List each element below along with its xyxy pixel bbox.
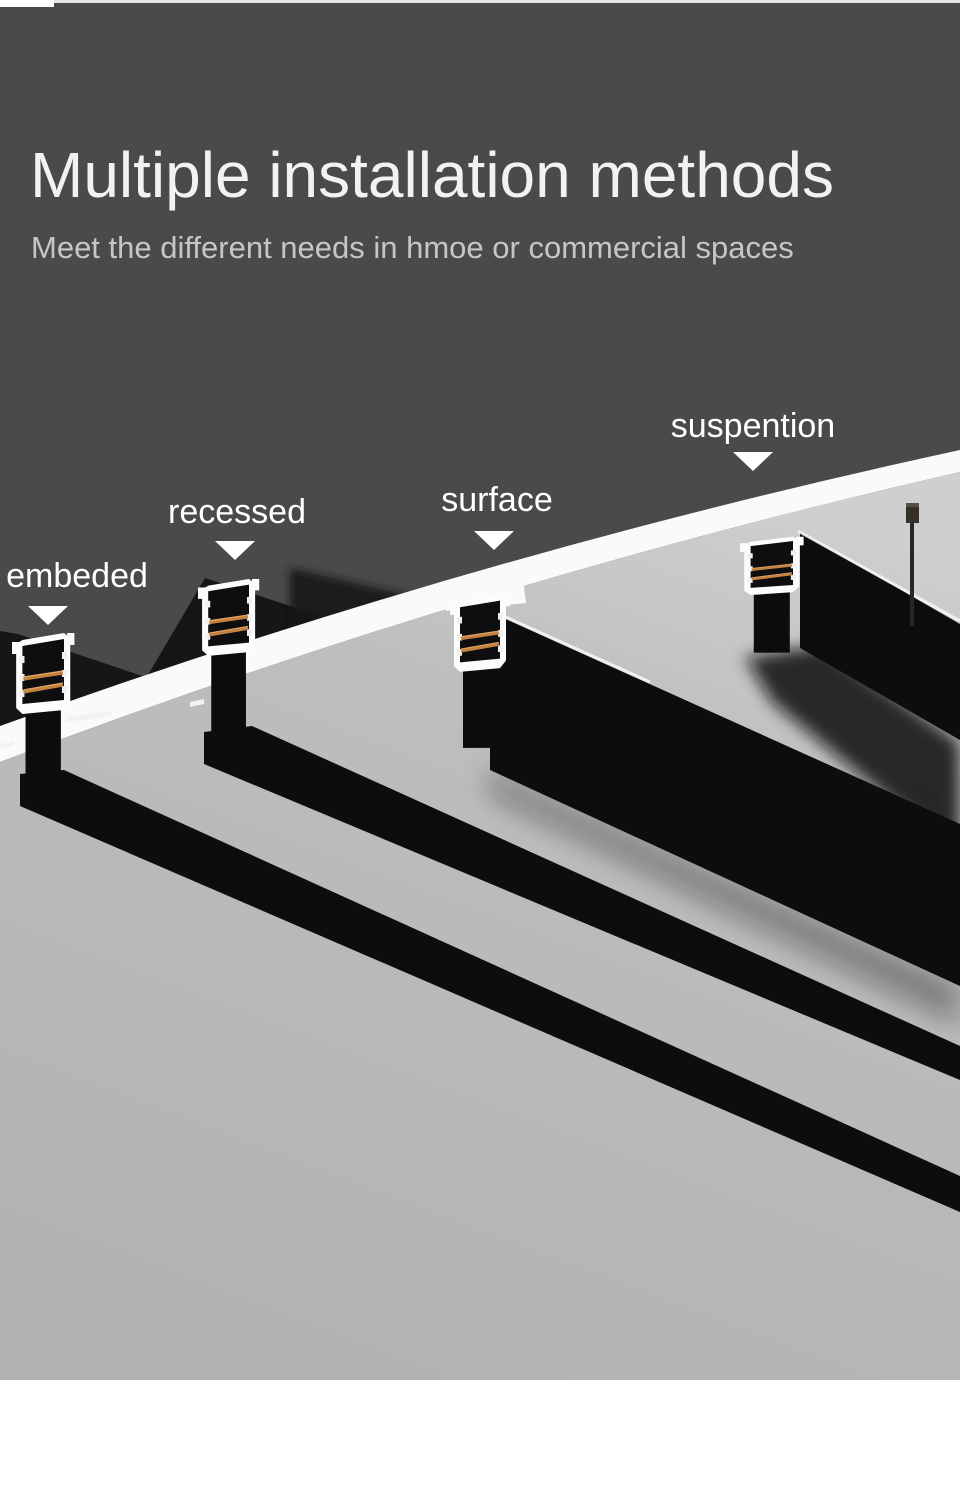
- embedded-trim-right: [66, 711, 112, 722]
- surface-track-body: [490, 612, 960, 986]
- embedded-trim-left: [0, 741, 14, 749]
- down-triangle-icon: [474, 531, 514, 550]
- suspension-rod-fitting-top: [906, 503, 919, 507]
- ceiling-edge-band: [0, 450, 960, 762]
- suspension-rod-fitting: [906, 503, 919, 523]
- top-left-notch: [0, 0, 54, 7]
- install-label-suspension: suspention: [670, 407, 836, 445]
- recessed-trim-left: [190, 699, 204, 707]
- suspension-track-body: [800, 532, 960, 740]
- down-triangle-icon: [28, 606, 68, 625]
- bottom-white-band: [0, 1380, 960, 1488]
- surface-track-undershadow: [490, 770, 960, 1024]
- suspension-rod: [910, 518, 914, 626]
- embedded-track-band: [20, 770, 960, 1212]
- suspension-track-top-highlight: [797, 529, 960, 623]
- install-label-surface: surface: [441, 481, 553, 519]
- surface-track-top-highlight: [487, 607, 651, 684]
- install-label-embedded: embeded: [6, 557, 148, 595]
- install-label-recessed: recessed: [168, 493, 306, 531]
- top-edge-highlight: [0, 0, 960, 3]
- down-triangle-icon: [215, 541, 255, 560]
- page-subtitle: Meet the different needs in hmoe or comm…: [31, 230, 794, 265]
- page-title: Multiple installation methods: [30, 139, 834, 211]
- recessed-track-band: [204, 726, 960, 1080]
- down-triangle-icon: [733, 452, 773, 471]
